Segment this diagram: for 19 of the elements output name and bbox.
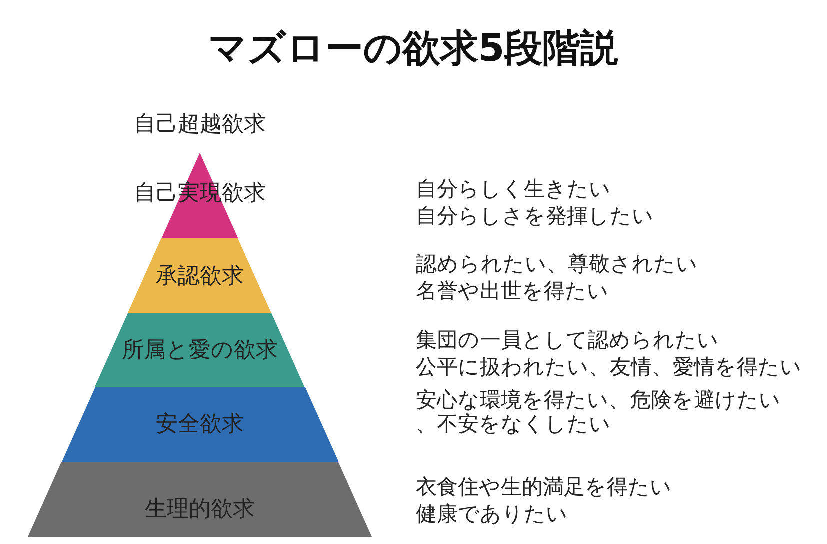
tier-label: 安全欲求 <box>156 412 244 436</box>
description-text: 名誉や出世を得たい <box>416 278 610 305</box>
pyramid-top-label: 自己超越欲求 <box>134 112 266 138</box>
tier-label: 所属と愛の欲求 <box>122 339 278 363</box>
pyramid-tier <box>62 387 338 462</box>
pyramid-tier <box>128 238 272 313</box>
pyramid-tier <box>28 462 372 537</box>
description-text: 集団の一員として認められたい <box>416 327 720 354</box>
description-text: 自分らしさを発揮したい <box>416 203 654 230</box>
description-text: 自分らしく生きたい <box>416 176 612 203</box>
tier-label: 生理的欲求 <box>145 498 255 522</box>
tier-label: 承認欲求 <box>156 264 244 288</box>
description-text: 健康でありたい <box>416 501 569 528</box>
description-text: 衣食住や生的満足を得たい <box>416 474 672 501</box>
title: マズローの欲求5段階説 <box>208 25 619 72</box>
description-text: 安心な環境を得たい、危険を避けたい、不安をなくしたい <box>416 388 782 436</box>
description-text: 認められたい、尊敬されたい <box>416 251 698 278</box>
description-text: 公平に扱われたい、友情、愛情を得たい <box>416 354 802 381</box>
pyramid-tier <box>95 313 305 387</box>
